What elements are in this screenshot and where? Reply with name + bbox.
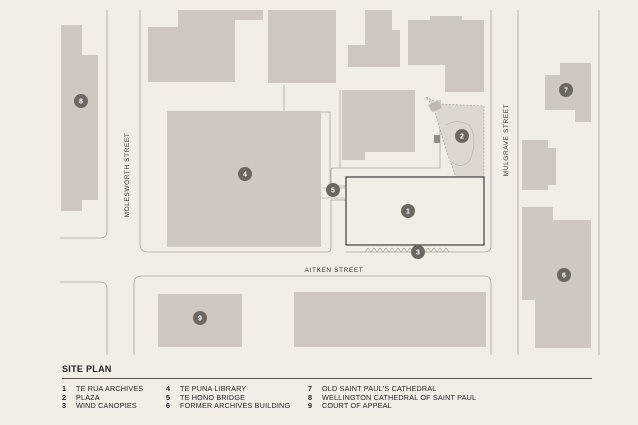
marker-5[interactable]: 5 [326, 183, 340, 197]
buildings [61, 10, 591, 348]
wind-canopies [364, 247, 450, 253]
south-building [294, 292, 486, 347]
north-building-d [408, 16, 484, 92]
marker-3[interactable]: 3 [411, 245, 425, 259]
marker-4[interactable]: 4 [238, 167, 252, 181]
street-label-molesworth: MOLESWORTH STREET [124, 133, 131, 218]
marker-7[interactable]: 7 [559, 83, 573, 97]
north-building-a [148, 10, 263, 82]
small-building [522, 140, 556, 190]
former-archives-building [522, 207, 591, 348]
svg-text:1: 1 [406, 209, 410, 216]
markers: 1 2 3 4 5 6 7 8 9 [74, 83, 573, 325]
legend-title: SITE PLAN [62, 364, 592, 379]
marker-2[interactable]: 2 [455, 129, 469, 143]
street-label-mulgrave: MULGRAVE STREET [503, 104, 510, 176]
north-building-b [268, 10, 336, 83]
marker-9[interactable]: 9 [193, 311, 207, 325]
svg-text:9: 9 [198, 316, 202, 323]
plaza [425, 96, 485, 178]
svg-text:3: 3 [416, 250, 420, 257]
marker-6[interactable]: 6 [557, 268, 571, 282]
site-plan-map: MOLESWORTH STREET MULGRAVE STREET AITKEN… [60, 10, 600, 355]
svg-text:5: 5 [331, 188, 335, 195]
street-outlines [60, 10, 600, 355]
svg-text:4: 4 [243, 172, 247, 179]
marker-1[interactable]: 1 [401, 204, 415, 218]
street-label-aitken: AITKEN STREET [305, 267, 364, 274]
svg-text:7: 7 [564, 88, 568, 95]
cathedral-building [61, 25, 82, 211]
mid-building [342, 90, 415, 160]
marker-8[interactable]: 8 [74, 94, 88, 108]
svg-text:8: 8 [79, 99, 83, 106]
svg-text:2: 2 [460, 134, 464, 141]
svg-text:6: 6 [562, 273, 566, 280]
cathedral-wing [82, 55, 98, 200]
north-building-c [348, 10, 400, 67]
